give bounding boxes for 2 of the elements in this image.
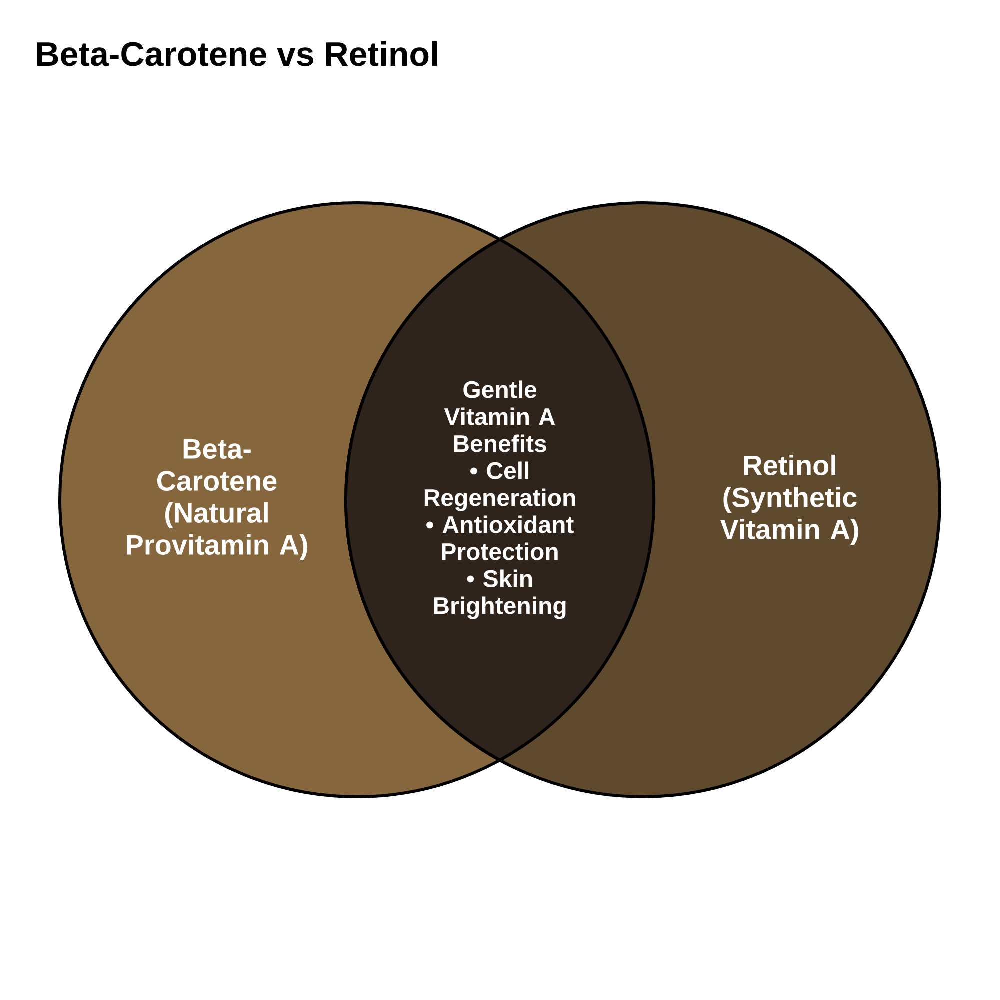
- title: Beta-Carotene vs Retinol: [37, 41, 438, 66]
- venn-overlap: Gentle Vitamin A Benefits • Cell Regeneration • Antioxidant Protection • Skin Brightening: [344, 238, 656, 762]
